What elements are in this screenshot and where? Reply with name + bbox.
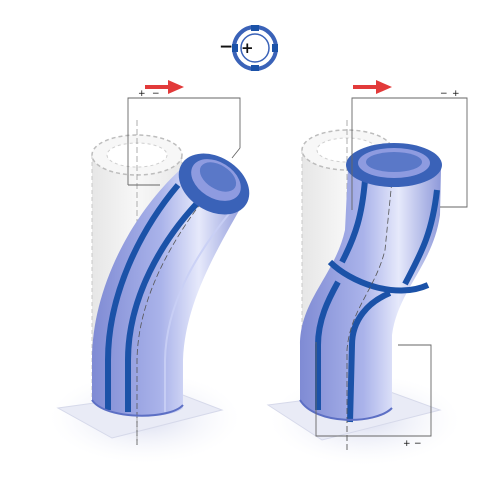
left-top-terminal-right: −	[152, 89, 160, 99]
right-top-wiring	[351, 97, 468, 210]
right-mid-ring	[327, 259, 430, 294]
right-s-curved-tube	[299, 143, 442, 450]
left-bent-tube	[91, 153, 250, 445]
left-tube-assembly: + −	[50, 80, 250, 463]
right-electrode-strip-upper-right	[402, 189, 440, 286]
right-top-terminal-right: +	[452, 89, 460, 99]
right-electrode-strip-upper-left	[339, 179, 368, 264]
left-wiring	[127, 97, 241, 186]
left-top-terminal-left: +	[138, 89, 146, 99]
arrow-right-icon	[353, 80, 392, 94]
cross-section-legend: − +	[219, 25, 278, 71]
legend-plus-sign: +	[241, 39, 254, 57]
right-electrode-strip-lower-left	[315, 280, 341, 410]
left-electrode-strip-outer	[105, 183, 181, 410]
right-top-terminal-left: −	[440, 89, 448, 99]
right-bottom-terminal-left: +	[403, 439, 411, 449]
right-bottom-wiring	[315, 342, 432, 437]
arrow-right-icon	[145, 80, 184, 94]
right-bottom-terminal-right: −	[414, 439, 422, 449]
ring-cross-section-icon	[232, 25, 278, 71]
right-electrode-strip-lower-right	[347, 290, 392, 423]
legend-minus-sign: −	[219, 37, 233, 57]
right-tube-assembly: − + + −	[266, 80, 468, 465]
left-electrode-strip-front	[125, 192, 208, 412]
